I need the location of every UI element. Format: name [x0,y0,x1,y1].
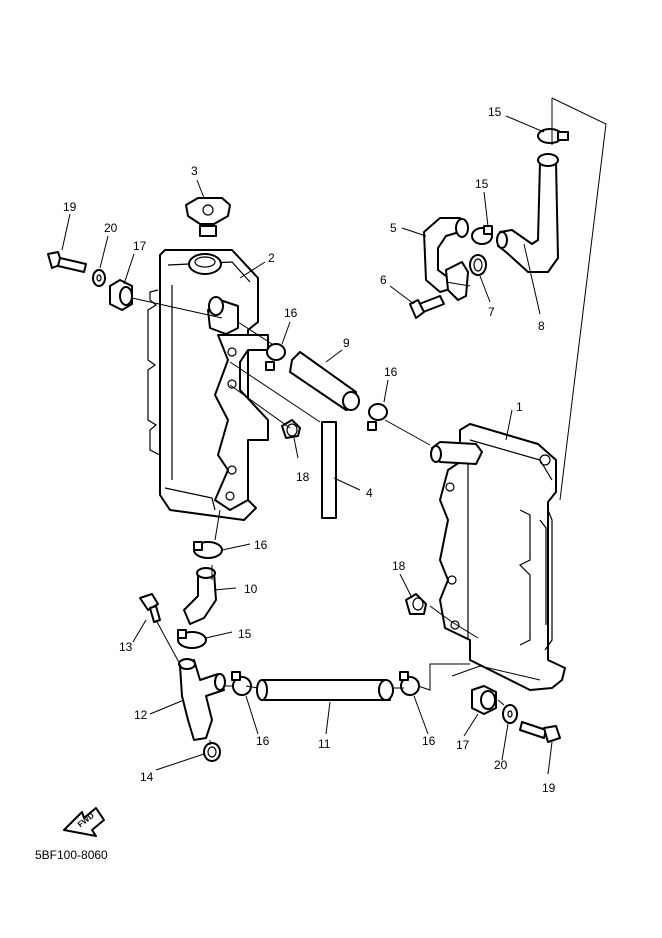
callout-18-left: 18 [296,470,310,484]
callout-5: 5 [390,221,397,235]
callout-7: 7 [488,305,495,319]
leader-lines [61,115,553,775]
callout-16-upper-left: 16 [284,306,298,320]
callout-20-left: 20 [104,221,118,235]
bolt-part-13 [139,593,161,623]
hose-part-8 [496,153,559,273]
radiator-cap-part-3 [185,197,231,237]
callout-15-middle: 15 [475,177,489,191]
hose-part-11 [256,679,394,701]
callout-6: 6 [380,273,387,287]
callout-11: 11 [318,737,331,751]
pipe-part-12 [178,658,226,741]
fwd-arrow-icon: FWD [63,807,105,837]
grommet-part-18-right [405,593,427,615]
callout-19-right: 19 [542,781,556,795]
callout-16-upper-right: 16 [384,365,398,379]
diagram-code: 5BF100-8060 [35,848,108,862]
bracket-bolt-part-6 [409,261,469,319]
connection-lines [131,97,607,745]
hose-clamp-part-16-middle [193,541,223,559]
hose-clamp-part-16-upper-left [265,343,286,371]
hose-part-5 [423,217,469,293]
callout-2: 2 [268,251,275,265]
hose-part-9 [289,351,360,411]
hose-clamp-part-16-lower-left [231,671,252,696]
washer-part-20-left [92,269,106,287]
grommet-part-17-left [109,279,133,311]
callout-17-right: 17 [456,738,470,752]
bolt-part-19-right [519,721,561,743]
callout-15-upper: 15 [488,105,502,119]
grommet-part-17-right [471,685,497,715]
o-ring-part-14 [203,742,221,762]
hose-clamp-part-16-lower-right [399,671,420,696]
callout-1: 1 [516,400,523,414]
callout-16-lower-left: 16 [256,734,270,748]
left-radiator-part-2 [147,249,269,521]
callout-12: 12 [134,708,148,722]
bolt-part-19-left [47,251,87,273]
hose-clamp-part-15-middle [471,225,493,245]
hose-part-10 [183,567,217,625]
callout-15-lower: 15 [238,627,252,641]
callout-16-lower-right: 16 [422,734,436,748]
callout-9: 9 [343,336,350,350]
grommet-part-18-left [281,419,301,439]
callout-8: 8 [538,319,545,333]
filler-neck [188,253,222,275]
callout-18-right: 18 [392,559,406,573]
callout-labels: 1 2 3 4 5 6 7 8 9 10 11 12 13 14 15 15 1… [63,105,556,795]
fitting-part-7 [469,254,487,276]
callout-13: 13 [119,640,133,654]
callout-19-left: 19 [63,200,77,214]
right-radiator-part-1 [430,423,566,691]
callout-14: 14 [140,770,154,784]
callout-4: 4 [366,486,373,500]
callout-16-middle: 16 [254,538,268,552]
callout-17-left: 17 [133,239,147,253]
hose-clamp-part-15-lower [177,629,207,649]
hose-clamp-part-16-upper-right [367,403,388,431]
guard-part-4 [321,421,337,519]
callout-20-right: 20 [494,758,508,772]
washer-part-20-right [502,704,518,724]
callout-10: 10 [244,582,258,596]
callout-3: 3 [191,164,198,178]
hose-clamp-part-15-upper [537,128,569,144]
